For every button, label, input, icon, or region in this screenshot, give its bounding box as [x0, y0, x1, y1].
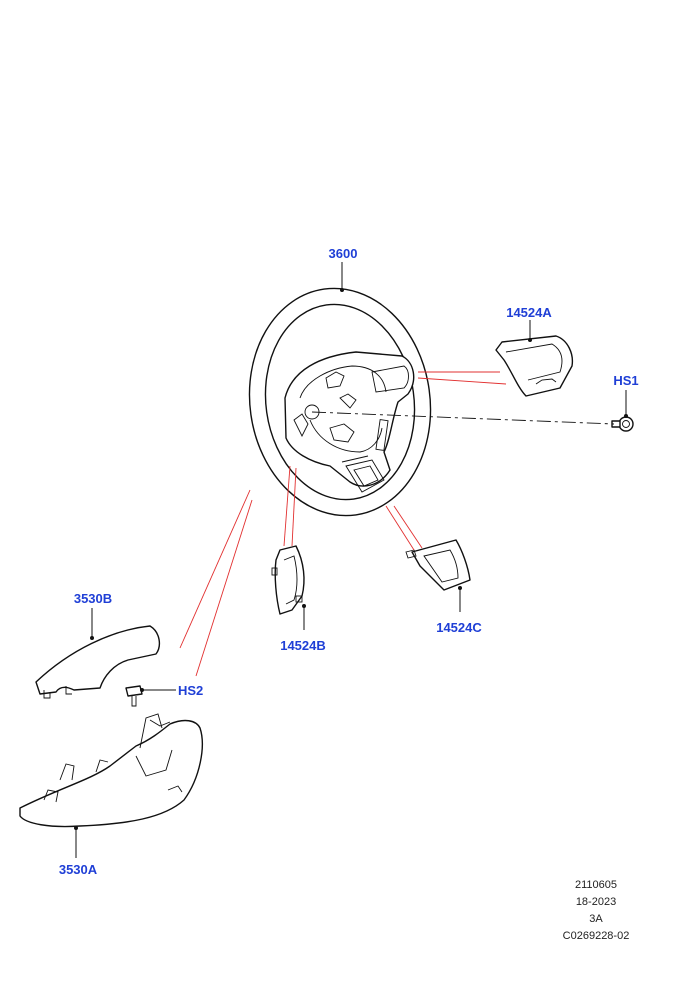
- callout-14524b: 14524B: [280, 638, 326, 653]
- drawing-info-block: 2110605 18-2023 3A C0269228-02: [556, 877, 636, 945]
- drawing-info-line-2: 18-2023: [575, 896, 617, 908]
- drawing-info-line-4: C0269228-02: [562, 930, 630, 942]
- screw-hs1: [611, 416, 634, 432]
- screw-hs2: [125, 685, 143, 707]
- switch-pack-lower: [405, 539, 471, 591]
- callout-14524a: 14524A: [506, 305, 552, 320]
- callout-3530a: 3530A: [59, 862, 98, 877]
- steering-wheel: [248, 287, 432, 517]
- leader-lines: [74, 262, 628, 858]
- upper-shroud: [35, 625, 161, 699]
- axis-line: [311, 411, 615, 425]
- callout-hs1: HS1: [613, 373, 638, 388]
- switch-pack-left: [271, 545, 305, 615]
- callout-3530b: 3530B: [74, 591, 112, 606]
- switch-pack-right: [495, 335, 574, 397]
- callout-14524c: 14524C: [436, 620, 482, 635]
- callout-hs2: HS2: [178, 683, 203, 698]
- callout-3600: 3600: [329, 246, 358, 261]
- drawing-info-line-3: 3A: [589, 913, 603, 925]
- drawing-info-line-1: 2110605: [574, 879, 617, 891]
- assembly-lines: [179, 371, 507, 677]
- lower-shroud: [19, 713, 203, 828]
